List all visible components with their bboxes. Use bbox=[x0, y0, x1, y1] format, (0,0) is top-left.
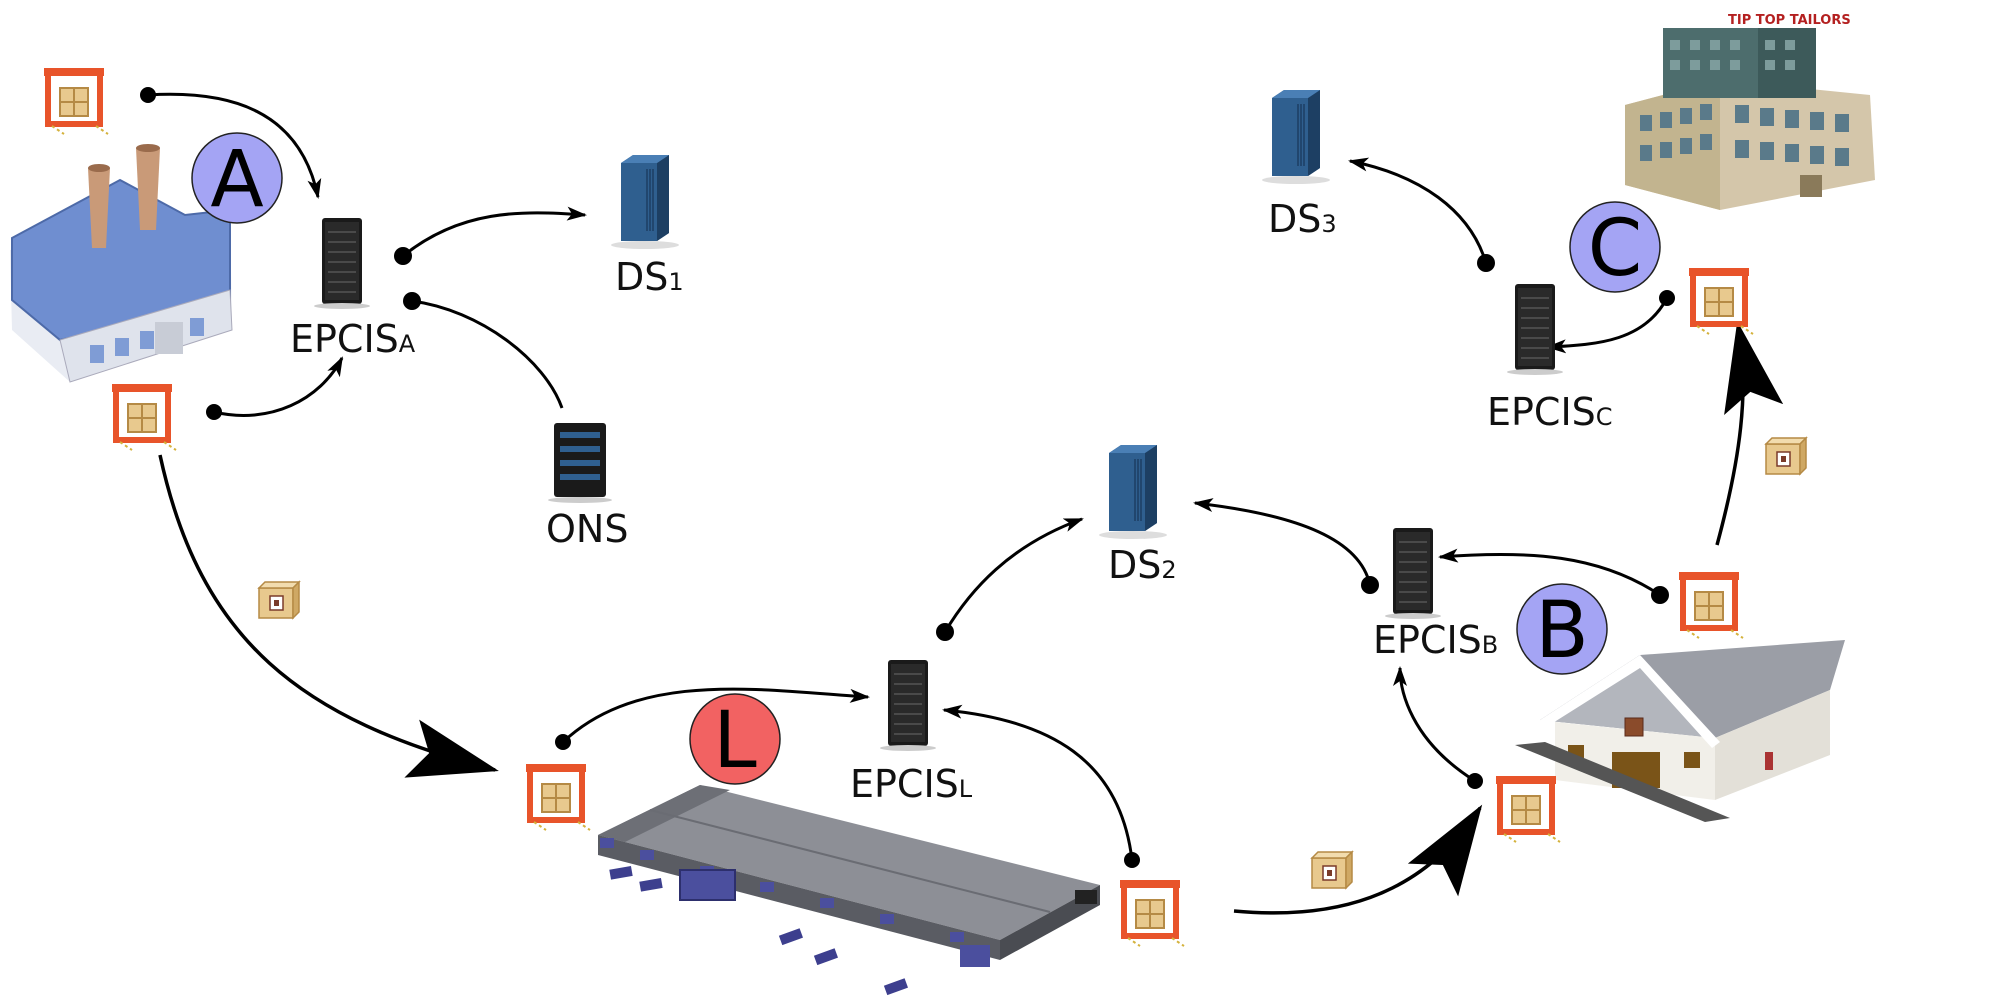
connector-dot bbox=[1651, 586, 1669, 604]
server-icon bbox=[313, 217, 371, 310]
package-icon bbox=[1311, 851, 1353, 889]
arrow-epcis-b-to-ds2 bbox=[1193, 498, 1372, 586]
arrow-epcis-l-to-ds2 bbox=[943, 517, 1084, 633]
server-icon bbox=[1506, 283, 1564, 376]
badge-c: C bbox=[1569, 201, 1661, 294]
arrow-reader-a1-to-epcis-a bbox=[147, 92, 322, 199]
badge-l-circle bbox=[689, 693, 781, 785]
node-labels: EPCISA EPCISB EPCISC EPCISL DS1 DS2 DS3 … bbox=[290, 197, 1613, 806]
connector-dot bbox=[1659, 290, 1675, 306]
package-icon bbox=[1765, 437, 1807, 475]
arrow-reader-l1-to-epcis-l bbox=[561, 687, 870, 744]
arrow-reader-b1-to-epcis-b bbox=[1393, 666, 1476, 783]
badge-b: B bbox=[1516, 583, 1608, 676]
rfid-reader-icon bbox=[1679, 572, 1743, 638]
server-icon bbox=[1098, 444, 1168, 540]
ds1-label: DS1 bbox=[615, 255, 684, 299]
connector-dot bbox=[1477, 254, 1495, 272]
ons-server-icon bbox=[548, 423, 612, 503]
badge-c-letter: C bbox=[1588, 204, 1642, 294]
arrow-epcis-a-to-ds1 bbox=[402, 206, 587, 258]
arrow-epcis-c-to-ds3 bbox=[1348, 157, 1488, 264]
rfid-reader-icon bbox=[1496, 776, 1560, 842]
badge-l: L bbox=[689, 693, 781, 786]
badge-a: A bbox=[191, 132, 283, 225]
arrow-reader-b2-to-epcis-b bbox=[1438, 548, 1661, 597]
connector-dot bbox=[1467, 773, 1483, 789]
connector-dot bbox=[936, 623, 954, 641]
connector-dots bbox=[140, 87, 1675, 868]
connector-dot bbox=[1361, 576, 1379, 594]
server-icon bbox=[879, 659, 937, 752]
epcis-c-label: EPCISC bbox=[1487, 390, 1613, 434]
ons-label: ONS bbox=[546, 507, 628, 551]
package-icon bbox=[258, 581, 300, 619]
factory-icon bbox=[10, 144, 233, 383]
epcis-servers bbox=[313, 217, 1564, 752]
building-sign: TIP TOP TAILORS bbox=[1728, 13, 1851, 28]
rfid-readers bbox=[44, 68, 1753, 946]
epcis-l-label: EPCISL bbox=[850, 762, 973, 806]
badge-a-circle bbox=[191, 132, 283, 224]
connector-dot bbox=[1124, 852, 1140, 868]
connector-dot bbox=[206, 404, 222, 420]
epcis-b-label: EPCISB bbox=[1373, 618, 1498, 662]
connectors bbox=[147, 92, 1784, 915]
office-building-icon: TIP TOP TAILORS bbox=[1625, 13, 1875, 210]
arrow-reader-c-to-epcis-c bbox=[1546, 297, 1669, 354]
server-icon bbox=[1261, 89, 1331, 185]
epcis-a-label: EPCISA bbox=[290, 317, 416, 361]
rfid-reader-icon bbox=[1120, 880, 1184, 946]
warehouse-icon bbox=[1515, 640, 1845, 822]
connector-dot bbox=[403, 292, 421, 310]
ds3-label: DS3 bbox=[1268, 197, 1337, 241]
logistics-hub-icon bbox=[598, 785, 1100, 996]
arrow-reader-l2-to-epcis-l bbox=[942, 704, 1134, 861]
rfid-reader-icon bbox=[526, 764, 590, 830]
arrow-hub-to-warehouse bbox=[1233, 804, 1483, 915]
line-epcis-a-to-ons bbox=[411, 299, 564, 409]
arrow-reader-a2-to-epcis-a bbox=[213, 356, 344, 417]
badge-b-letter: B bbox=[1535, 586, 1589, 676]
badges: A B C L bbox=[191, 132, 1661, 786]
connector-dot bbox=[394, 247, 412, 265]
badge-l-letter: L bbox=[713, 696, 757, 786]
connector-dot bbox=[140, 87, 156, 103]
badge-c-circle bbox=[1569, 201, 1661, 293]
ds2-label: DS2 bbox=[1108, 543, 1177, 587]
badge-a-letter: A bbox=[210, 135, 263, 225]
server-icon bbox=[1384, 527, 1442, 620]
badge-b-circle bbox=[1516, 583, 1608, 675]
arrow-factory-to-hub bbox=[158, 454, 499, 778]
arrow-warehouse-to-office bbox=[1715, 321, 1784, 546]
connector-dot bbox=[555, 734, 571, 750]
server-icon bbox=[610, 154, 680, 250]
discovery-servers bbox=[610, 89, 1331, 540]
rfid-reader-icon bbox=[112, 384, 176, 450]
rfid-reader-icon bbox=[1689, 268, 1753, 334]
rfid-reader-icon bbox=[44, 68, 108, 134]
